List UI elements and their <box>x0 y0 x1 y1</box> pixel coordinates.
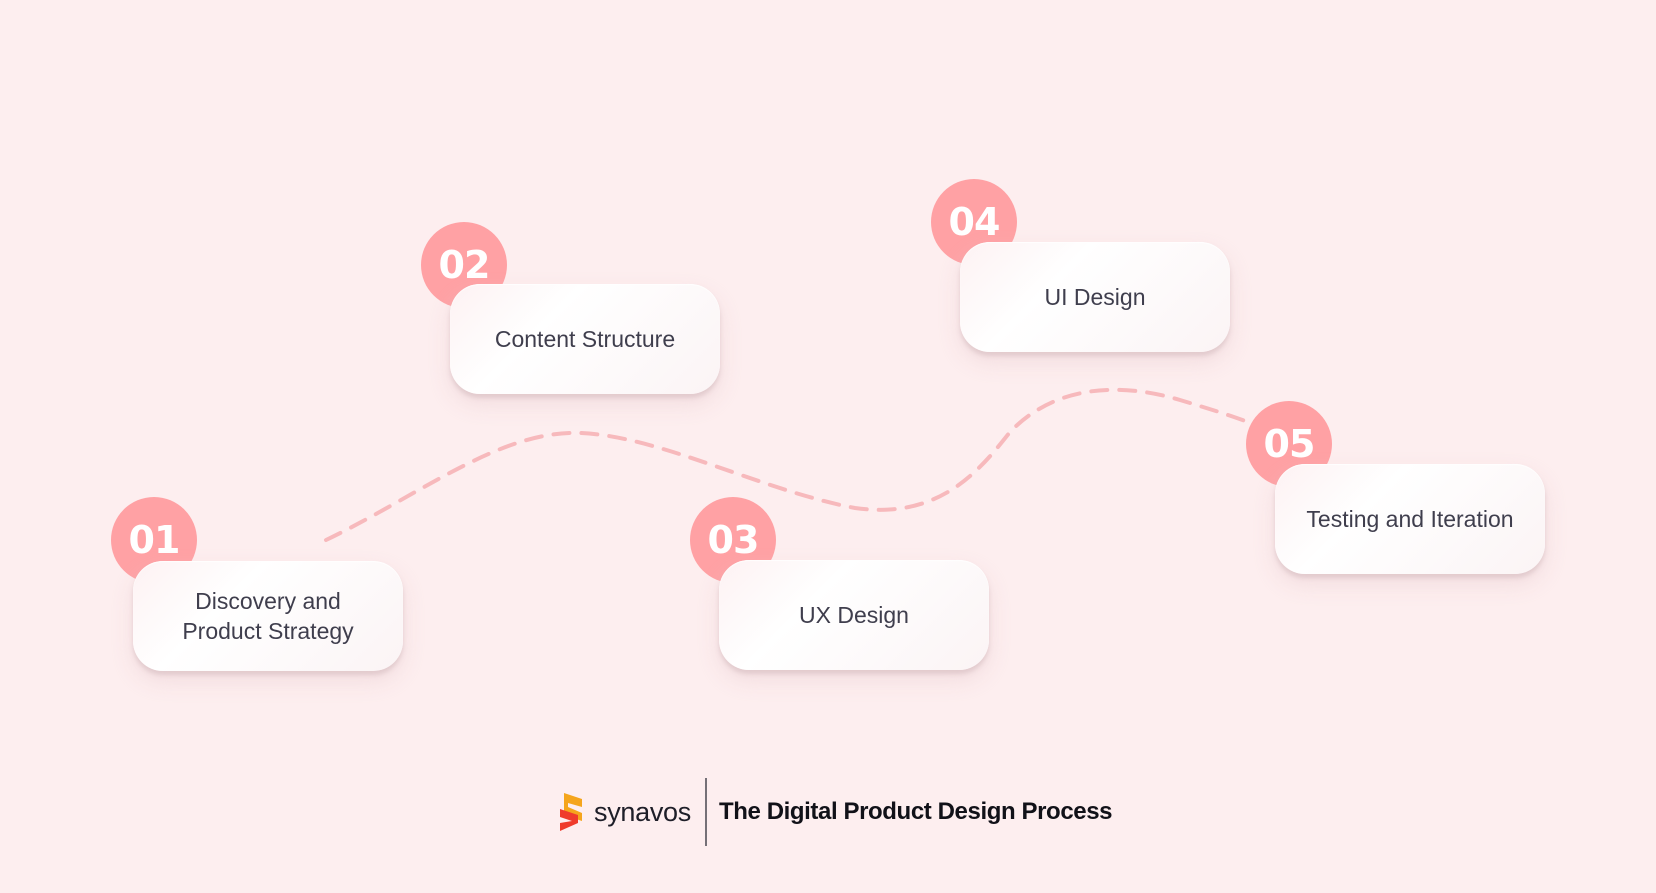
step-card: Content Structure <box>450 284 720 394</box>
footer-divider <box>704 778 707 846</box>
footer-subtitle: The Digital Product Design Process <box>718 798 1113 825</box>
step-label-line: Product Strategy <box>182 618 354 644</box>
step-label-line: Discovery and <box>195 588 341 614</box>
step-label: Discovery and Product Strategy <box>182 586 353 646</box>
step-card: UX Design <box>719 560 989 670</box>
step-label: Content Structure <box>494 326 676 352</box>
step-card: Testing and Iteration <box>1275 464 1545 574</box>
step-card: Discovery and Product Strategy <box>133 561 403 671</box>
brand-name: synavos <box>594 796 691 827</box>
step-label: Testing and Iteration <box>1306 506 1514 532</box>
step-label: UI Design <box>1044 284 1146 310</box>
step-label: UX Design <box>799 602 909 628</box>
footer: synavos The Digital Product Design Proce… <box>556 778 1113 846</box>
step-card: UI Design <box>960 242 1230 352</box>
synavos-s-logo-icon <box>560 793 582 831</box>
